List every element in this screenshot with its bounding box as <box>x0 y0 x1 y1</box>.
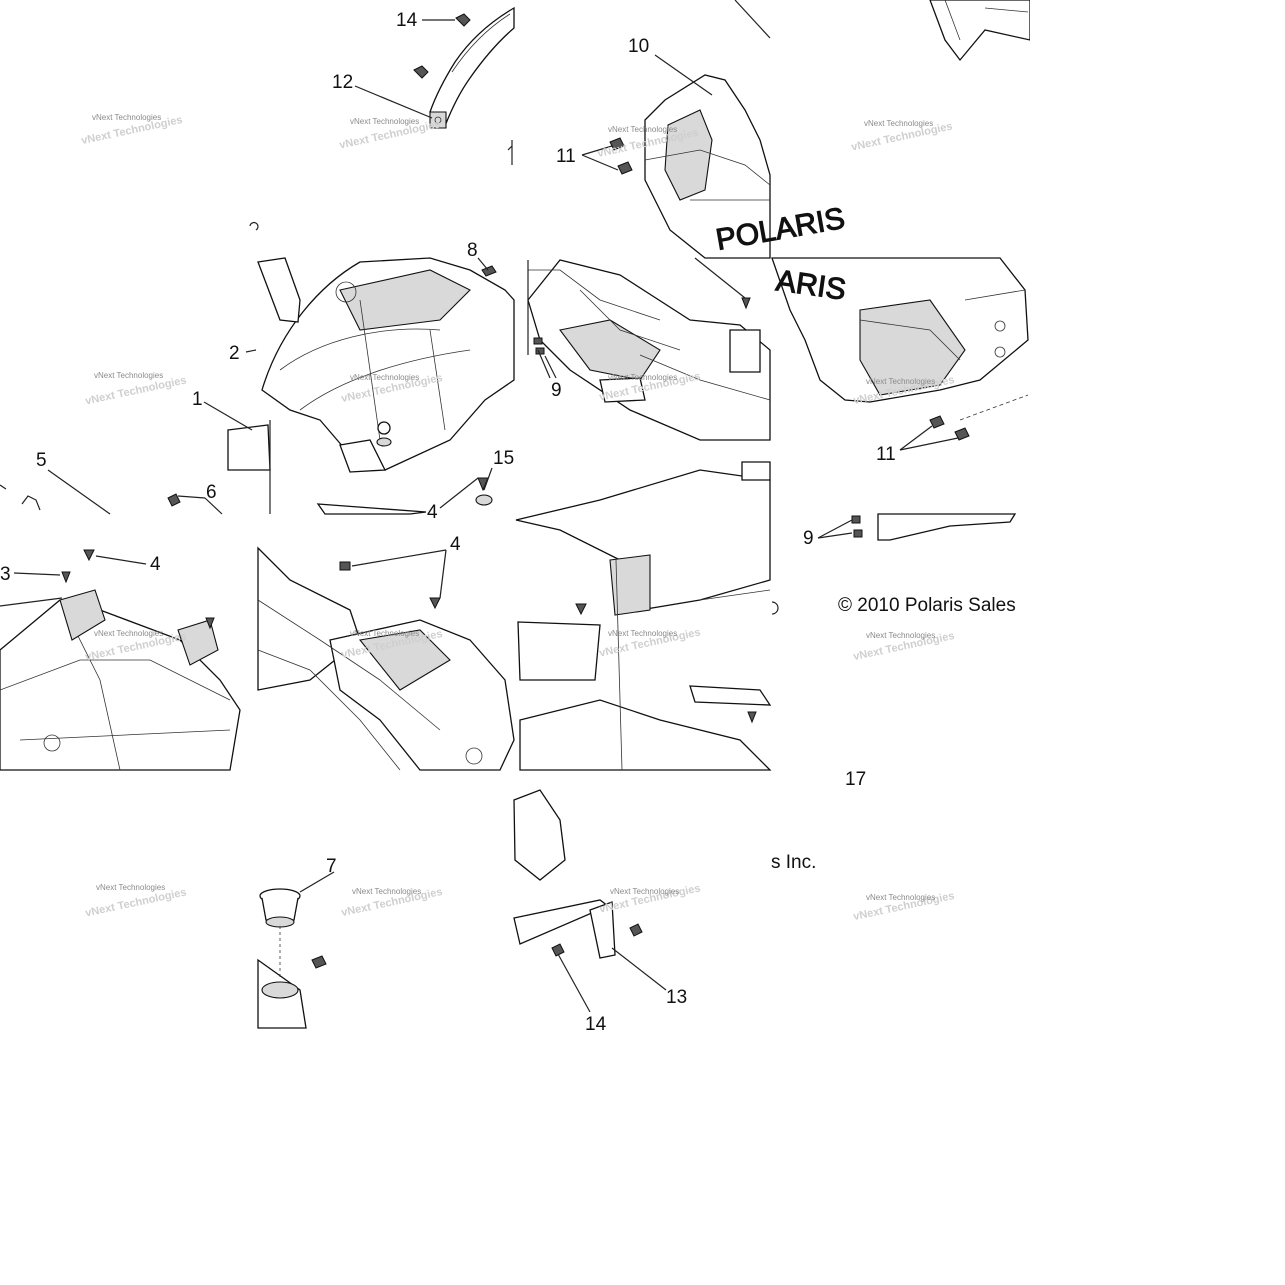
screw-icon <box>61 549 215 630</box>
svg-text:vNext Technologies: vNext Technologies <box>866 893 935 902</box>
svg-text:vNext Technologies: vNext Technologies <box>350 629 419 638</box>
svg-text:vNext Technologies: vNext Technologies <box>94 371 163 380</box>
callout-labels: 14 12 10 11 8 2 1 9 11 5 6 15 4 3 4 4 9 … <box>0 10 896 1035</box>
bolt-icon <box>609 137 633 175</box>
callout-11: 11 <box>556 146 576 167</box>
callout-4: 4 <box>427 502 438 523</box>
svg-text:vNext Technologies: vNext Technologies <box>608 373 677 382</box>
cargo-box-front <box>257 546 515 771</box>
callout-7: 7 <box>326 856 337 877</box>
callout-14: 14 <box>585 1014 607 1035</box>
rear-side-panel: ARIS <box>771 257 1029 403</box>
callout-5: 5 <box>36 450 47 471</box>
svg-text:vNext Technologies: vNext Technologies <box>352 887 421 896</box>
screw-icon <box>167 477 493 507</box>
floor-panel <box>527 259 771 441</box>
callout-15: 15 <box>493 448 514 469</box>
svg-text:vNext Technologies: vNext Technologies <box>350 117 419 126</box>
svg-text:vNext Technologies: vNext Technologies <box>866 377 935 386</box>
svg-text:vNext Technologies: vNext Technologies <box>608 629 677 638</box>
svg-text:vNext Technologies: vNext Technologies <box>350 373 419 382</box>
callout-14: 14 <box>396 10 418 31</box>
callout-1: 1 <box>192 389 203 410</box>
screw-icon <box>551 923 643 957</box>
callout-4: 4 <box>150 554 161 575</box>
rear-fender-corner <box>929 0 1031 62</box>
copyright-right: s Inc. <box>771 852 816 873</box>
part-13-bracket <box>513 789 616 959</box>
part-1-front-cab <box>227 257 515 473</box>
svg-text:vNext Technologies: vNext Technologies <box>610 887 679 896</box>
callout-8: 8 <box>467 240 478 261</box>
callout-10: 10 <box>628 36 649 57</box>
part-7-cup-holder <box>257 888 307 1029</box>
screw-icon <box>413 13 471 79</box>
svg-text:vNext Technologies: vNext Technologies <box>608 125 677 134</box>
callout-12: 12 <box>332 72 353 93</box>
svg-text:vNext Technologies: vNext Technologies <box>94 629 163 638</box>
bolt-icon <box>929 415 970 441</box>
svg-text:vNext Technologies: vNext Technologies <box>92 113 161 122</box>
storage-box <box>515 461 772 771</box>
callout-9: 9 <box>551 380 562 401</box>
callout-9: 9 <box>803 528 814 549</box>
svg-text:vNext Technologies: vNext Technologies <box>96 883 165 892</box>
screw-icon <box>575 603 757 724</box>
part-10-front-panel: POLARIS <box>644 74 848 259</box>
callout-13: 13 <box>666 987 687 1008</box>
callout-2: 2 <box>229 343 240 364</box>
callout-11: 11 <box>876 444 896 465</box>
part-hood-panel <box>0 589 241 771</box>
clip-icon <box>851 515 863 538</box>
svg-text:vNext Technologies: vNext Technologies <box>866 631 935 640</box>
callout-3: 3 <box>0 564 11 585</box>
copyright-left: © 2010 Polaris Sales <box>838 595 1016 616</box>
screw-icon <box>376 265 497 447</box>
callout-17: 17 <box>845 769 866 790</box>
part-12-fender-strip <box>429 6 515 129</box>
callout-4: 4 <box>450 534 461 555</box>
bolt-icon <box>339 561 441 610</box>
screw-icon <box>311 955 327 969</box>
svg-text:vNext Technologies: vNext Technologies <box>864 119 933 128</box>
callout-6: 6 <box>206 482 217 503</box>
